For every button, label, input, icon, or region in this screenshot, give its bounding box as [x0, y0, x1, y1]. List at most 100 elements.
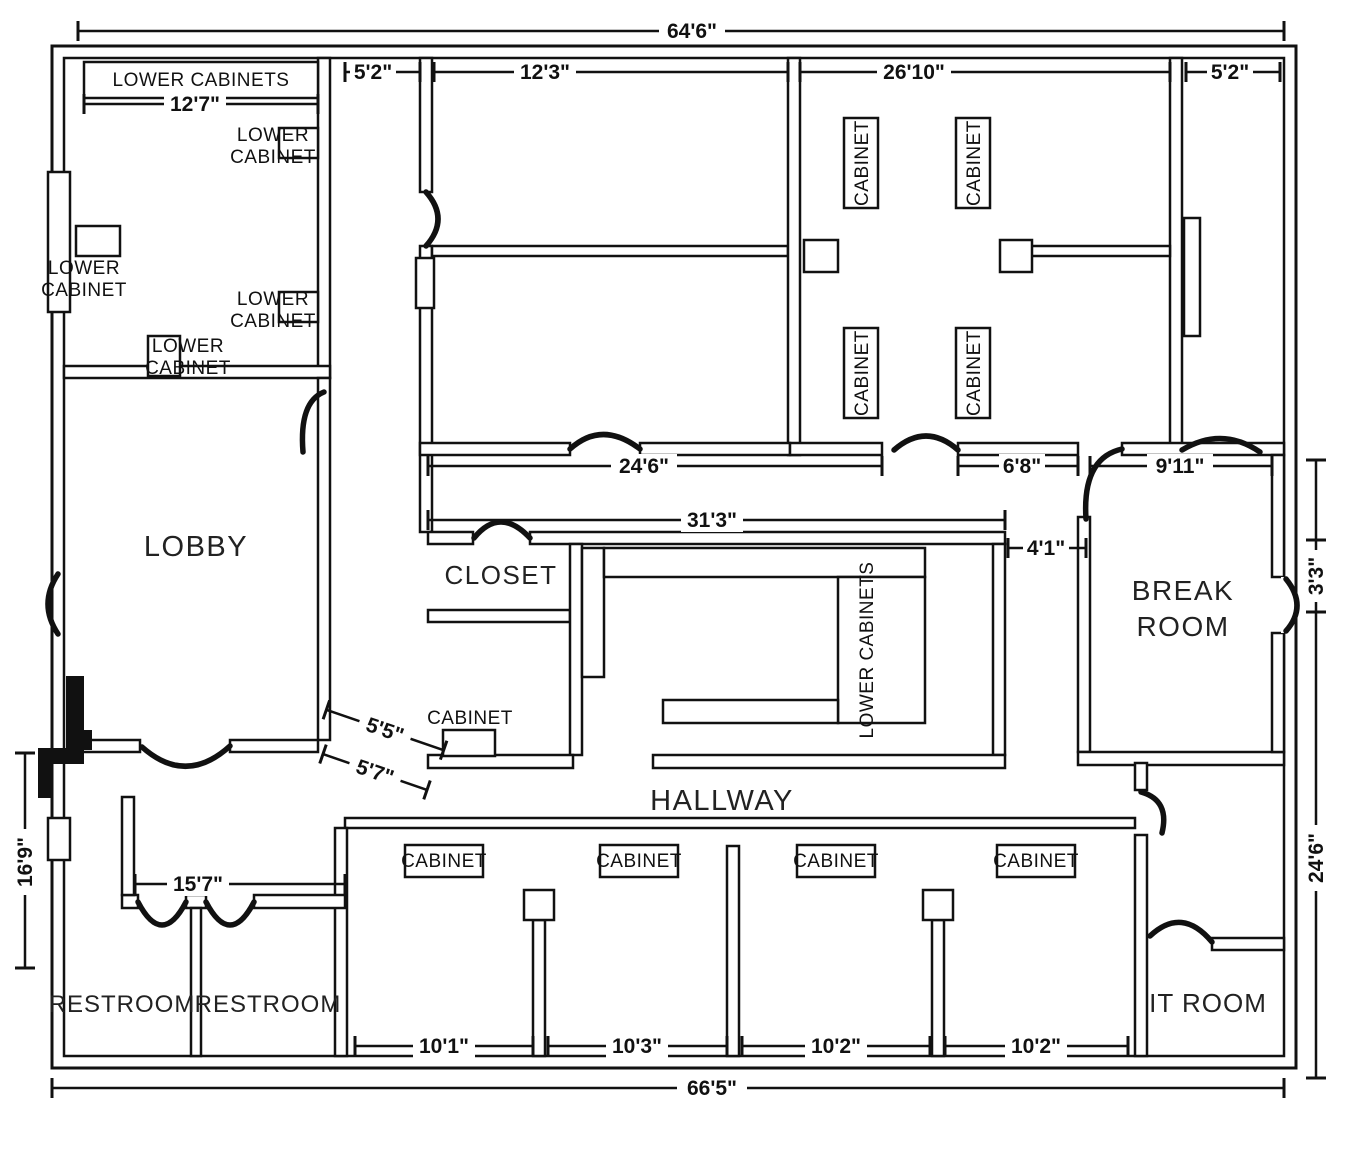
wall	[956, 441, 1080, 457]
door-swing	[139, 743, 233, 769]
dim-break-room-width: 9'11"	[1088, 454, 1274, 478]
column-post	[522, 888, 556, 922]
window	[46, 816, 72, 862]
wall	[333, 826, 349, 1058]
wall	[120, 795, 136, 897]
lower-cabinet	[74, 224, 122, 258]
dim-left-height: 16'9"	[13, 751, 37, 970]
wall	[426, 530, 475, 546]
cabinet-box	[954, 326, 992, 420]
svg-text:5'7": 5'7"	[353, 755, 397, 789]
bay-divider	[725, 844, 741, 1058]
room-label-break2: ROOM	[1136, 611, 1229, 642]
entry-thick-wall	[38, 748, 84, 764]
dim-passage: 4'1"	[1006, 536, 1088, 560]
cabinet-box	[403, 843, 485, 879]
door-swing	[1147, 919, 1215, 945]
lower-cabinets-band	[82, 60, 320, 100]
wall	[189, 906, 203, 1058]
wall	[991, 542, 1007, 757]
entry-thick-wall	[76, 730, 92, 750]
dim-office-left: 12'3"	[432, 60, 790, 84]
lower-cabinet	[277, 290, 320, 324]
cabinet	[441, 728, 497, 758]
walls	[38, 44, 1298, 1070]
counter	[580, 546, 606, 679]
door-swing	[423, 189, 441, 249]
wall	[62, 364, 332, 380]
svg-text:5'2": 5'2"	[354, 61, 392, 84]
svg-text:3'3": 3'3"	[1305, 557, 1328, 595]
door-swing	[203, 899, 257, 928]
svg-text:12'7": 12'7"	[170, 93, 220, 116]
cabinet-box	[598, 843, 680, 879]
wall	[1028, 244, 1172, 258]
counter	[836, 575, 927, 725]
cabinet-label: CABINET	[964, 120, 985, 206]
door-swing	[1082, 446, 1125, 522]
svg-text:24'6": 24'6"	[1305, 833, 1328, 883]
svg-text:66'5": 66'5"	[687, 1077, 737, 1100]
door-swing	[1179, 435, 1263, 455]
lower-cabinet-label: LOWER	[48, 258, 120, 279]
lower-cabinet-label: CABINET	[230, 147, 316, 168]
wall	[528, 530, 1007, 546]
svg-text:9'11": 9'11"	[1156, 455, 1205, 478]
dim-bay-2: 10'3"	[546, 1034, 729, 1058]
counter	[661, 698, 840, 725]
door-swing	[471, 519, 533, 541]
dim-bay-1: 10'1"	[353, 1034, 535, 1058]
wall	[1210, 936, 1286, 952]
wall	[316, 56, 332, 380]
bay-divider	[930, 918, 946, 1058]
svg-text:16'9": 16'9"	[14, 837, 37, 887]
svg-text:10'1": 10'1"	[419, 1035, 469, 1058]
door-swing	[567, 431, 643, 452]
dim-mid-span: 24'6"	[426, 454, 884, 478]
wall	[1076, 515, 1092, 754]
cabinet-label: CABINET	[401, 851, 487, 872]
cabinet-box	[995, 843, 1077, 879]
dim-corridor-right: 5'2"	[1184, 60, 1282, 84]
lower-cabinet-label: LOWER	[152, 336, 224, 357]
cabinet-label: CABINET	[993, 851, 1079, 872]
wall	[343, 816, 1137, 830]
svg-text:10'2": 10'2"	[811, 1035, 861, 1058]
wall	[418, 56, 434, 194]
wall	[1168, 56, 1184, 457]
svg-text:12'3": 12'3"	[520, 61, 570, 84]
cabinet-box	[842, 116, 880, 210]
dim-overall-top: 64'6"	[76, 19, 1286, 43]
cabinet-box	[954, 116, 992, 210]
cabinet-label: CABINET	[793, 851, 879, 872]
dim-junction-lower: 5'7"	[318, 744, 432, 800]
room-label-hallway: HALLWAY	[650, 785, 794, 817]
wall	[252, 893, 347, 910]
wall	[184, 893, 208, 910]
dim-corridor-left: 5'2"	[343, 60, 422, 84]
counter	[602, 546, 927, 579]
svg-text:10'2": 10'2"	[1011, 1035, 1061, 1058]
dimension-lines: 64'6" 12'7" 5'2" 12'3" 26'10"	[13, 19, 1328, 1100]
wall	[1270, 631, 1286, 754]
dim-bay-4: 10'2"	[943, 1034, 1130, 1058]
dim-break-entry: 6'8"	[956, 454, 1080, 478]
window	[414, 256, 436, 310]
door-opening	[1281, 577, 1287, 633]
lower-cabinet	[277, 126, 320, 160]
entry-thick-wall	[38, 764, 52, 798]
wall	[228, 738, 320, 754]
lower-cabinet	[146, 334, 182, 378]
cabinet-box	[795, 843, 877, 879]
lower-cabinet-label: CABINET	[41, 280, 127, 301]
svg-text:4'1": 4'1"	[1027, 537, 1065, 560]
door-swing	[891, 433, 961, 453]
svg-text:24'6": 24'6"	[619, 455, 669, 478]
cabinet-label: CABINET	[596, 851, 682, 872]
room-label-restroom-right: RESTROOM	[195, 991, 342, 1018]
svg-text:31'3": 31'3"	[687, 509, 737, 532]
room-label-break: BREAK	[1132, 575, 1234, 606]
wall	[638, 441, 792, 457]
window	[1182, 216, 1202, 338]
lower-cabinet-label: LOWER	[237, 125, 309, 146]
